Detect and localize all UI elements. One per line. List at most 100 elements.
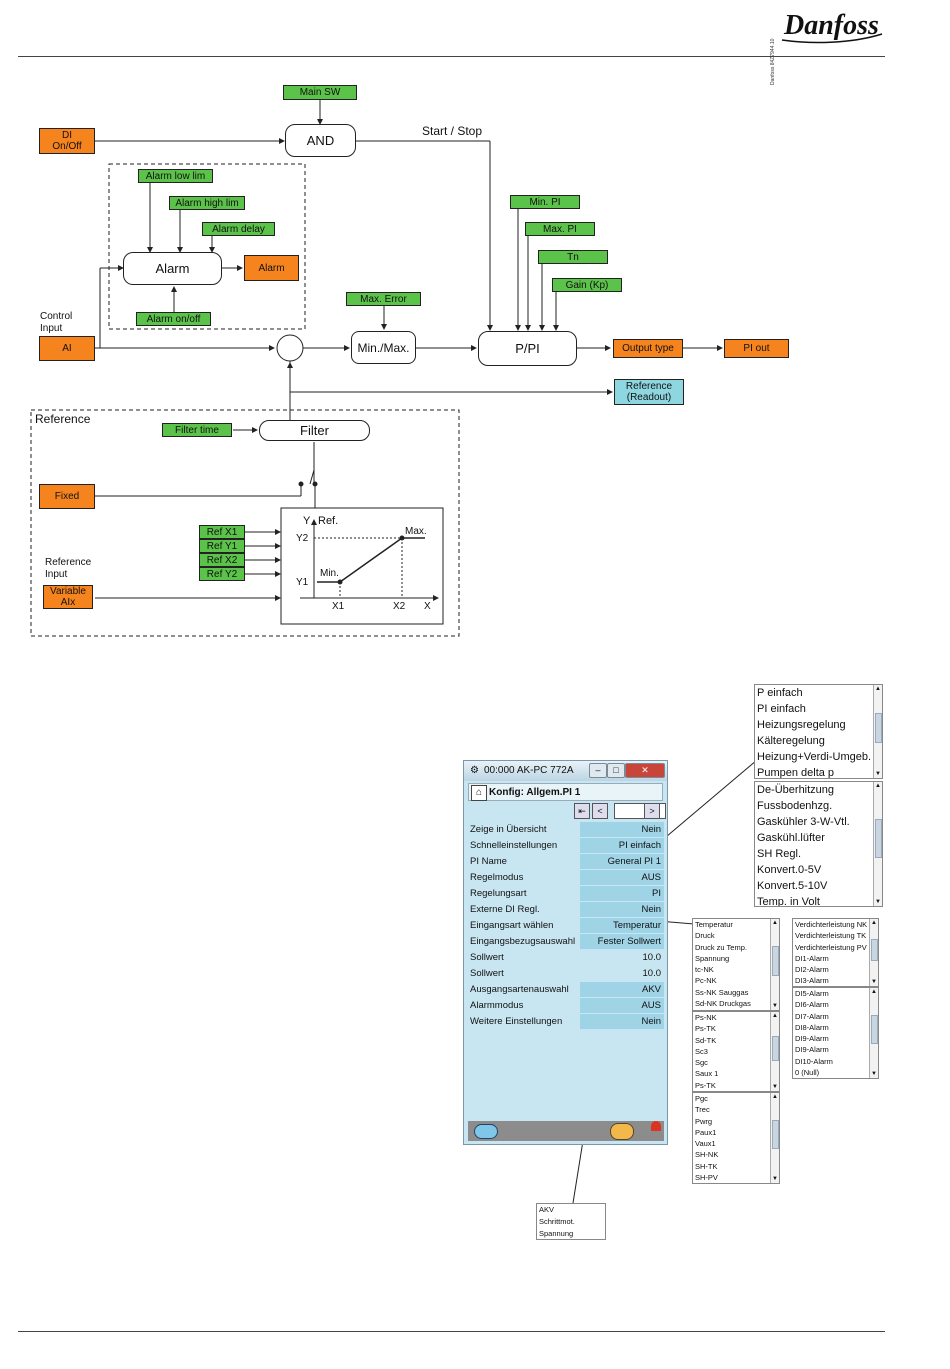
scroll-thumb[interactable] — [772, 1120, 779, 1149]
setting-value[interactable]: 10.0 — [642, 968, 662, 979]
scroll-thumb[interactable] — [871, 939, 878, 962]
scroll-up-icon[interactable]: ▲ — [772, 1013, 778, 1019]
scroll-thumb[interactable] — [871, 1015, 878, 1044]
prev-page-icon[interactable]: < — [592, 803, 608, 819]
maximize-button[interactable]: □ — [607, 763, 625, 778]
list-item[interactable]: Heizung+Verdi-Umgeb. — [757, 751, 872, 763]
list-item[interactable]: Trec — [695, 1105, 710, 1115]
list-item[interactable]: Saux 1 — [695, 1069, 719, 1079]
list-item[interactable]: DI5-Alarm — [795, 989, 829, 998]
list-item[interactable]: Vaux1 — [695, 1139, 716, 1149]
scrollbar[interactable]: ▲▼ — [770, 1093, 779, 1183]
list-item[interactable]: Sd-TK — [695, 1035, 717, 1045]
list-item[interactable]: Gaskühler 3-W-Vtl. — [757, 816, 850, 828]
list-item[interactable]: DI6-Alarm — [795, 1000, 829, 1010]
list-item[interactable]: Verdichterleistung NK — [795, 920, 868, 929]
scroll-thumb[interactable] — [875, 819, 882, 859]
setting-value[interactable]: PI einfach — [580, 838, 664, 853]
setting-value[interactable]: Nein — [580, 822, 664, 837]
scroll-down-icon[interactable]: ▼ — [875, 899, 881, 905]
setting-value[interactable]: AKV — [580, 982, 664, 997]
scrollbar[interactable]: ▲▼ — [869, 919, 878, 986]
list-item[interactable]: Spannung — [539, 1229, 574, 1238]
list-item[interactable]: PI einfach — [757, 703, 806, 715]
list-item[interactable]: Ps-TK — [695, 1080, 716, 1090]
scroll-down-icon[interactable]: ▼ — [871, 979, 877, 985]
list-item[interactable]: Paux1 — [695, 1127, 717, 1137]
wrench-icon[interactable] — [610, 1123, 634, 1140]
scroll-up-icon[interactable]: ▲ — [772, 1094, 778, 1100]
input-type-list-d[interactable]: Verdichterleistung NK Verdichterleistung … — [792, 918, 879, 987]
list-item[interactable]: Temp. in Volt — [757, 896, 820, 907]
list-item[interactable]: DI1-Alarm — [795, 953, 829, 963]
output-type-list[interactable]: AKV Schrittmot. Spannung — [536, 1203, 606, 1240]
scroll-thumb[interactable] — [772, 946, 779, 976]
scrollbar[interactable]: ▲▼ — [873, 782, 882, 906]
list-item[interactable]: Verdichterleistung TK — [795, 931, 867, 941]
next-page-icon[interactable]: > — [644, 803, 660, 819]
alarm-bell-icon[interactable] — [651, 1121, 661, 1131]
list-item[interactable]: Druck — [695, 931, 715, 941]
list-item[interactable]: Pgc — [695, 1094, 708, 1103]
list-item[interactable]: Pc-NK — [695, 976, 717, 986]
scrollbar[interactable]: ▲▼ — [869, 988, 878, 1078]
close-button[interactable]: ✕ — [625, 763, 665, 778]
list-item[interactable]: Ss-NK Sauggas — [695, 987, 749, 997]
list-item[interactable]: DI7-Alarm — [795, 1011, 829, 1021]
scroll-down-icon[interactable]: ▼ — [875, 771, 881, 777]
scrollbar[interactable]: ▲▼ — [770, 919, 779, 1010]
setting-value[interactable]: General PI 1 — [580, 854, 664, 869]
scroll-up-icon[interactable]: ▲ — [875, 686, 881, 692]
list-item[interactable]: DI2-Alarm — [795, 965, 829, 975]
list-item[interactable]: Sc3 — [695, 1046, 708, 1056]
first-page-icon[interactable]: ⇤ — [574, 803, 590, 819]
list-item[interactable]: Pwrg — [695, 1116, 713, 1126]
setting-value[interactable]: PI — [580, 886, 664, 901]
list-item[interactable]: Druck zu Temp. — [695, 942, 747, 952]
list-item[interactable]: Schrittmot. — [539, 1217, 575, 1226]
scroll-down-icon[interactable]: ▼ — [871, 1071, 877, 1077]
list-item[interactable]: Ps-TK — [695, 1024, 716, 1034]
scroll-thumb[interactable] — [772, 1035, 779, 1062]
list-item[interactable]: Konvert.0-5V — [757, 864, 822, 876]
scroll-thumb[interactable] — [875, 712, 882, 743]
setting-value[interactable]: AUS — [580, 870, 664, 885]
setting-value[interactable]: Temperatur — [580, 918, 664, 933]
status-left-icon[interactable] — [474, 1124, 498, 1139]
list-item[interactable]: 0 (Null) — [795, 1068, 820, 1078]
scroll-up-icon[interactable]: ▲ — [871, 989, 877, 995]
setting-value[interactable]: Nein — [580, 1014, 664, 1029]
list-item[interactable]: DI9-Alarm — [795, 1034, 829, 1044]
list-item[interactable]: Ps-NK — [695, 1013, 717, 1022]
scroll-up-icon[interactable]: ▲ — [871, 920, 877, 926]
setting-row[interactable]: Externe DI Regl.Nein — [468, 902, 664, 918]
setting-value[interactable]: 10.0 — [642, 952, 662, 963]
list-item[interactable]: Heizungsregelung — [757, 719, 846, 731]
list-item[interactable]: Temperatur — [695, 920, 733, 929]
setting-value[interactable]: AUS — [580, 998, 664, 1013]
list-item[interactable]: Spannung — [695, 953, 730, 963]
list-item[interactable]: Gaskühl.lüfter — [757, 832, 825, 844]
list-item[interactable]: DI9-Alarm — [795, 1045, 829, 1055]
list-item[interactable]: AKV — [539, 1205, 555, 1214]
scrollbar[interactable]: ▲▼ — [770, 1012, 779, 1091]
list-item[interactable]: Sgc — [695, 1058, 708, 1068]
list-item[interactable]: tc-NK — [695, 965, 714, 975]
list-item[interactable]: DI3-Alarm — [795, 976, 829, 986]
list-item[interactable]: SH-PV — [695, 1173, 718, 1183]
list-item[interactable]: Pumpen delta p — [757, 767, 835, 779]
